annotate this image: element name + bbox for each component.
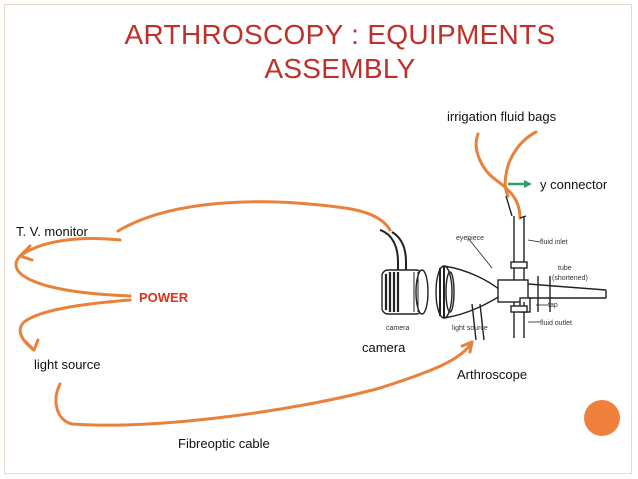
monitor-arrowhead <box>18 244 34 262</box>
slide-title: ARTHROSCOPY : EQUIPMENTS ASSEMBLY <box>124 19 556 84</box>
monitor-loop-line <box>14 237 132 298</box>
tube-label: tube <box>558 265 572 272</box>
shortened-label: (shortened) <box>552 275 588 282</box>
fluid-inlet-label: fluid inlet <box>540 239 568 246</box>
y-connector-arrowhead <box>524 180 532 188</box>
light-source-label: light source <box>34 357 101 372</box>
tv-monitor-label: T. V. monitor <box>16 224 88 239</box>
light-arrowhead <box>24 338 40 352</box>
camera-label: camera <box>362 340 406 355</box>
arthroscope-label: Arthroscope <box>457 367 528 382</box>
fibreoptic-arrowhead <box>460 340 474 354</box>
tap-label: tap <box>548 302 558 309</box>
fibreoptic-label: Fibreoptic cable <box>178 436 270 451</box>
fluid-outlet-label: fluid outlet <box>540 320 572 327</box>
fibreoptic-line <box>54 340 474 427</box>
irrigation-label: irrigation fluid bags <box>447 109 557 124</box>
camera-small-label: camera <box>386 325 409 332</box>
slide-border <box>4 4 632 474</box>
arthroscope-drawing <box>435 195 607 341</box>
monitor-camera-line <box>116 200 392 233</box>
irrigation-line-1 <box>474 132 522 220</box>
decorative-dot <box>584 400 620 436</box>
camera-drawing <box>379 229 429 315</box>
eyepiece-label: eyepiece <box>456 235 484 242</box>
power-label: POWER <box>139 290 189 305</box>
light-source-small-label: light source <box>452 325 488 332</box>
y-connector-label: y connector <box>540 177 608 192</box>
irrigation-line-2 <box>503 130 538 198</box>
